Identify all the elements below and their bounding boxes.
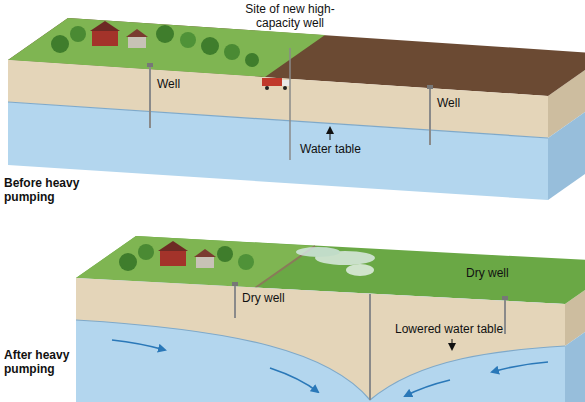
panel-title: After heavy pumping xyxy=(4,348,74,376)
before-block xyxy=(8,18,585,200)
panel-title: Before heavy pumping xyxy=(4,176,92,204)
saturated-zone xyxy=(76,278,565,402)
well-label: Well xyxy=(437,96,460,110)
water-table-label: Water table xyxy=(300,142,361,156)
water-table-line xyxy=(8,102,548,138)
well-cap xyxy=(147,63,153,67)
dry-well-pipe xyxy=(504,299,506,334)
high-capacity-well xyxy=(369,294,371,400)
dry-well-label: Dry well xyxy=(466,266,509,280)
side-water xyxy=(548,96,585,200)
well-cap xyxy=(427,85,433,89)
high-capacity-well xyxy=(289,48,291,160)
well-pipe xyxy=(149,66,151,128)
soil-layer xyxy=(76,278,565,400)
well-cap xyxy=(502,296,508,300)
farm xyxy=(51,21,259,67)
well-label: Well xyxy=(157,77,180,91)
after-block xyxy=(76,236,585,402)
dry-well-label: Dry well xyxy=(242,291,285,305)
leader-arrow xyxy=(330,128,331,140)
side-water xyxy=(565,304,585,402)
well-pipe xyxy=(429,88,431,145)
dry-well-pipe xyxy=(234,285,236,318)
well-site-label: Site of new high-capacity well xyxy=(240,2,340,30)
saturated-zone xyxy=(8,102,548,200)
flow-arrows xyxy=(112,340,548,396)
farm xyxy=(119,241,254,271)
cone-of-depression xyxy=(76,320,565,400)
drill-truck xyxy=(262,78,290,90)
well-cap xyxy=(232,282,238,286)
irrigation-spray xyxy=(296,247,375,276)
leader-arrow xyxy=(452,339,453,349)
lowered-water-table-label: Lowered water table xyxy=(395,322,503,336)
